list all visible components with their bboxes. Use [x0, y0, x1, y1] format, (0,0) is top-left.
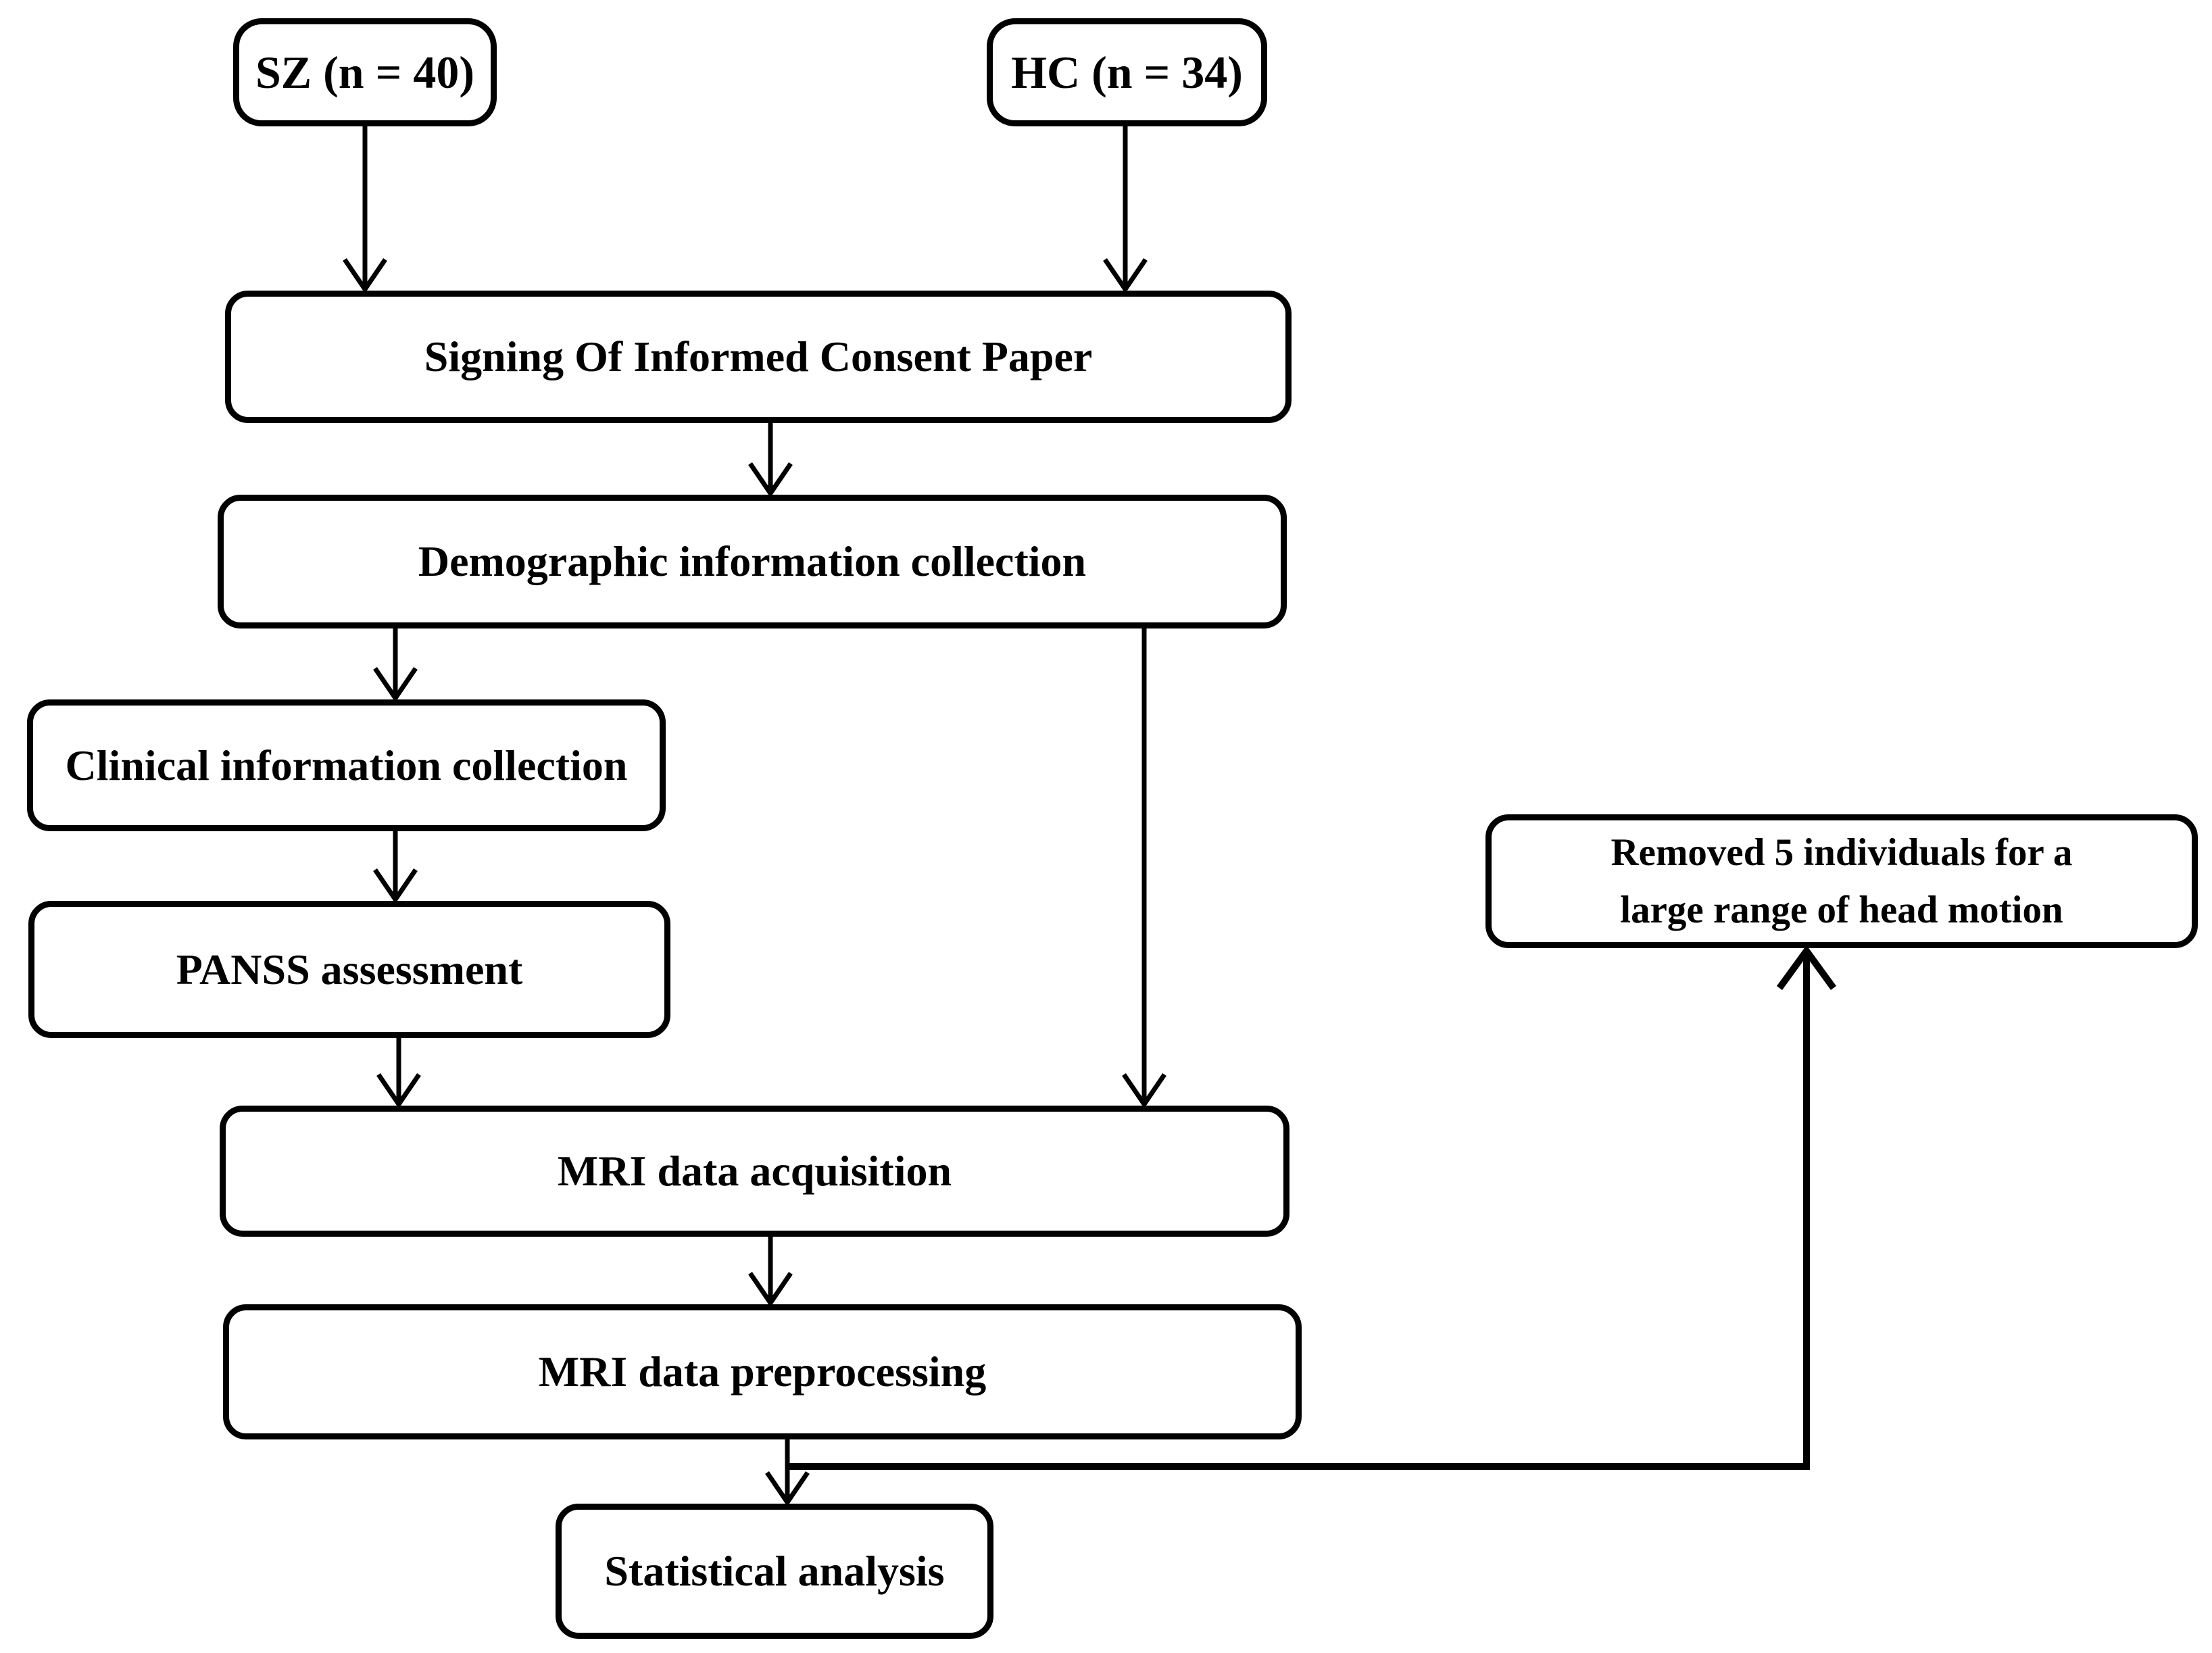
node-signing-consent: Signing Of Informed Consent Paper: [225, 291, 1292, 423]
arrow-consent-to-demographic: [748, 423, 793, 498]
arrow-demographic-to-clinical: [373, 628, 418, 703]
node-statistical-analysis: Statistical analysis: [556, 1504, 993, 1639]
node-panss-assessment: PANSS assessment: [28, 901, 670, 1038]
arrow-panss-to-mri-acquisition: [376, 1038, 421, 1109]
arrow-mri-preprocessing-to-removed: [787, 945, 1837, 1470]
arrow-clinical-to-panss: [373, 831, 418, 904]
removed-label-line2: large range of head motion: [1620, 889, 2063, 931]
arrow-mri-acquisition-to-mri-preprocessing: [748, 1237, 793, 1308]
arrow-hc-to-consent: [1103, 126, 1148, 294]
node-demographic-information: Demographic information collection: [218, 495, 1287, 628]
node-hc: HC (n = 34): [987, 18, 1267, 126]
node-mri-data-preprocessing: MRI data preprocessing: [223, 1304, 1302, 1439]
removed-label-line1: Removed 5 individuals for a: [1611, 831, 2073, 874]
arrow-mri-preprocessing-to-statistical: [765, 1439, 810, 1507]
node-removed-individuals: Removed 5 individuals for a large range …: [1485, 814, 2198, 948]
node-sz: SZ (n = 40): [233, 18, 497, 126]
node-clinical-information: Clinical information collection: [27, 699, 666, 831]
node-mri-data-acquisition: MRI data acquisition: [220, 1106, 1289, 1237]
arrow-demographic-to-mri-acquisition: [1122, 628, 1166, 1109]
arrow-sz-to-consent: [343, 126, 387, 294]
